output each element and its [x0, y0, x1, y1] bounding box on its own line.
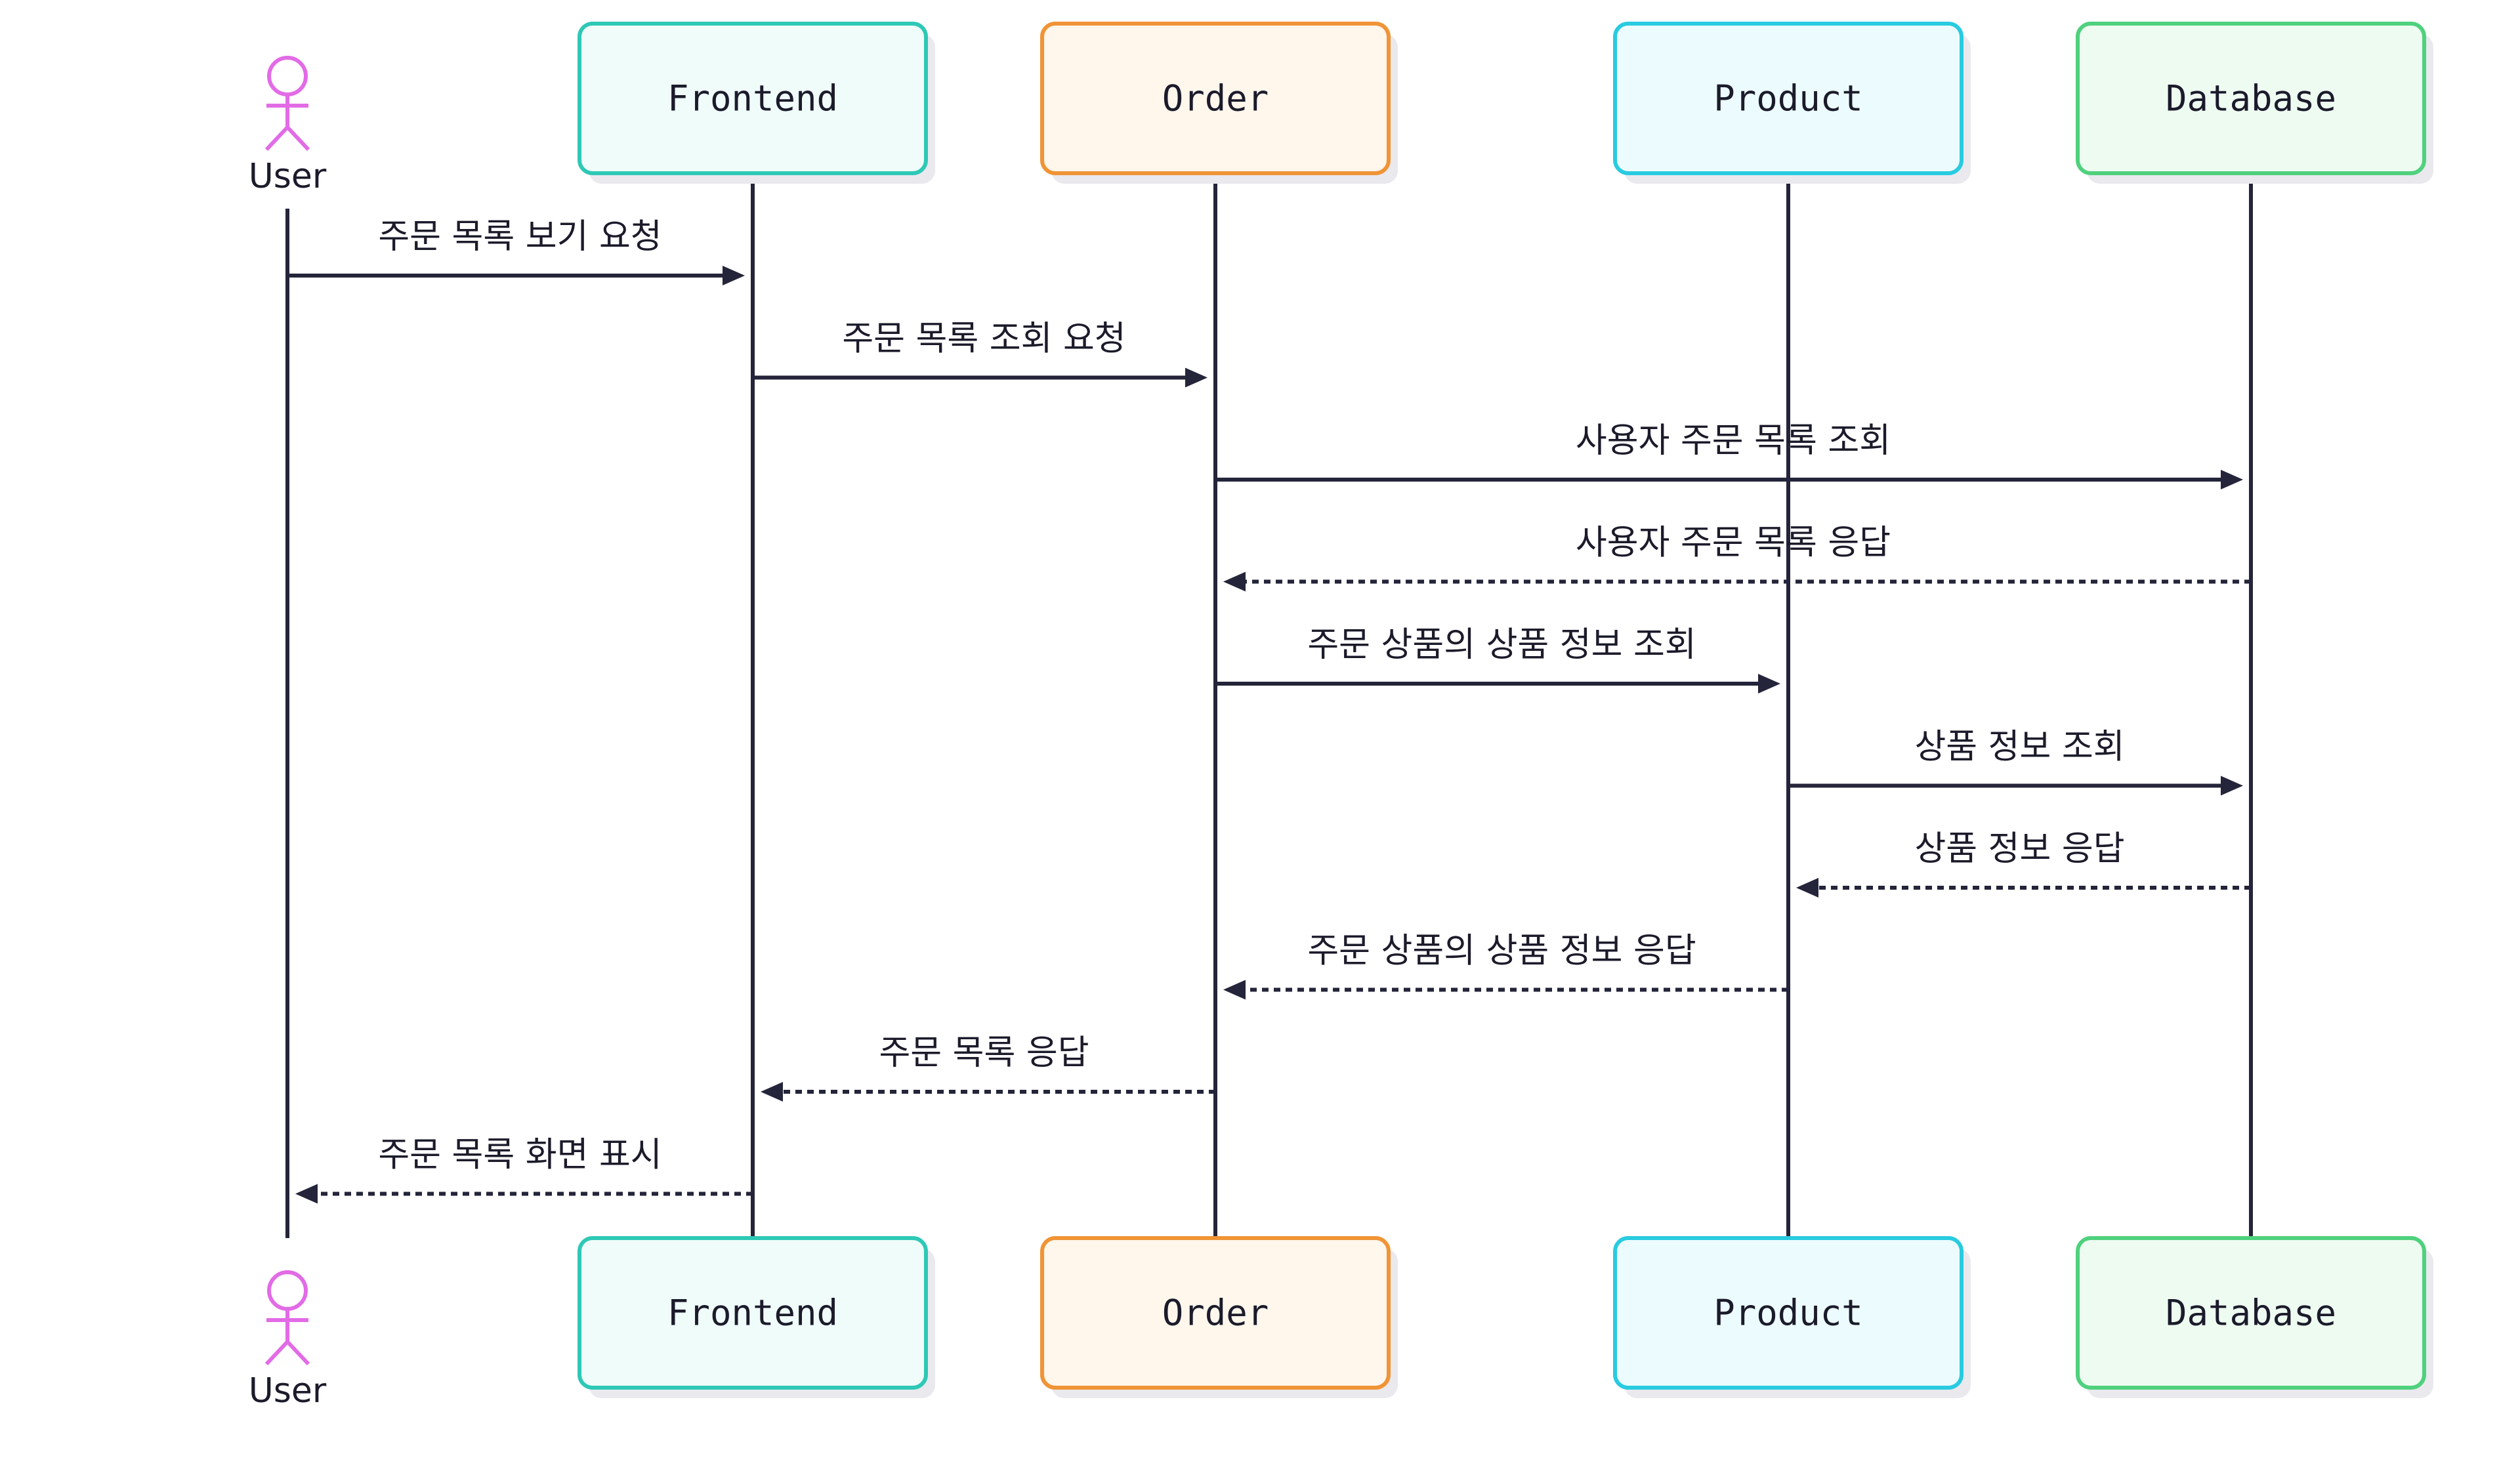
participant-frontend-bottom: Frontend — [578, 1236, 935, 1398]
arrowhead-icon — [2221, 470, 2243, 489]
arrowhead-icon — [1223, 571, 1246, 592]
arrowhead-icon — [2221, 776, 2243, 796]
message-label: 주문 목록 화면 표시 — [378, 1136, 662, 1175]
message-3: 사용자 주문 목록 조회 — [1215, 421, 2243, 489]
arrowhead-icon — [1185, 367, 1208, 388]
message-9: 주문 목록 응답 — [761, 1033, 1215, 1102]
participant-label: Product — [1713, 78, 1863, 119]
message-1: 주문 목록 보기 요청 — [287, 217, 745, 285]
actor-icon — [264, 56, 310, 152]
participant-label: Frontend — [667, 78, 838, 119]
message-2: 주문 목록 조회 요청 — [753, 320, 1208, 388]
message-label: 주문 목록 보기 요청 — [378, 217, 662, 257]
participant-label: Frontend — [667, 1293, 838, 1334]
message-label: 주문 목록 조회 요청 — [842, 320, 1125, 359]
actor-label: User — [249, 157, 327, 196]
arrowhead-icon — [1796, 878, 1818, 898]
participant-order-bottom: Order — [1040, 1236, 1398, 1398]
participant-box — [1040, 22, 1391, 175]
actor-icon — [264, 1270, 310, 1366]
participant-label: Database — [2166, 1293, 2336, 1334]
message-label: 사용자 주문 목록 조회 — [1576, 421, 1891, 461]
participant-label: Product — [1713, 1293, 1863, 1334]
arrowhead-icon — [761, 1082, 783, 1102]
message-label: 주문 목록 응답 — [879, 1033, 1089, 1073]
message-label: 상품 정보 조회 — [1914, 728, 2124, 767]
message-6: 상품 정보 조회 — [1788, 728, 2243, 796]
participant-box — [1613, 22, 1964, 175]
message-5: 주문 상품의 상품 정보 조회 — [1215, 625, 1780, 694]
message-10: 주문 목록 화면 표시 — [295, 1136, 753, 1204]
actor-user-bottom: User — [249, 1270, 327, 1411]
participant-product-top: Product — [1613, 22, 1971, 184]
message-7: 상품 정보 응답 — [1796, 829, 2251, 898]
arrowhead-icon — [723, 266, 745, 285]
actor-label: User — [249, 1371, 327, 1411]
participant-label: Order — [1162, 1293, 1269, 1334]
arrowhead-icon — [295, 1184, 318, 1204]
message-label: 상품 정보 응답 — [1914, 829, 2124, 869]
participant-label: Database — [2166, 78, 2336, 119]
participant-frontend-top: Frontend — [578, 22, 935, 184]
participant-box — [578, 1236, 928, 1390]
participant-box — [2076, 22, 2426, 175]
participant-database-bottom: Database — [2076, 1236, 2433, 1398]
participant-product-bottom: Product — [1613, 1236, 1971, 1398]
message-label: 주문 상품의 상품 정보 조회 — [1307, 625, 1696, 665]
message-label: 주문 상품의 상품 정보 응답 — [1307, 932, 1696, 971]
participant-database-top: Database — [2076, 22, 2433, 184]
participant-box — [1040, 1236, 1391, 1390]
message-4: 사용자 주문 목록 응답 — [1223, 524, 2251, 592]
actor-user-top: User — [249, 56, 327, 196]
arrowhead-icon — [1758, 674, 1780, 694]
participant-box — [1613, 1236, 1964, 1390]
participant-box — [2076, 1236, 2426, 1390]
participant-box — [578, 22, 928, 175]
participant-label: Order — [1162, 78, 1269, 119]
participant-order-top: Order — [1040, 22, 1398, 184]
message-8: 주문 상품의 상품 정보 응답 — [1223, 932, 1788, 1000]
message-label: 사용자 주문 목록 응답 — [1576, 524, 1891, 563]
arrowhead-icon — [1223, 980, 1246, 1000]
